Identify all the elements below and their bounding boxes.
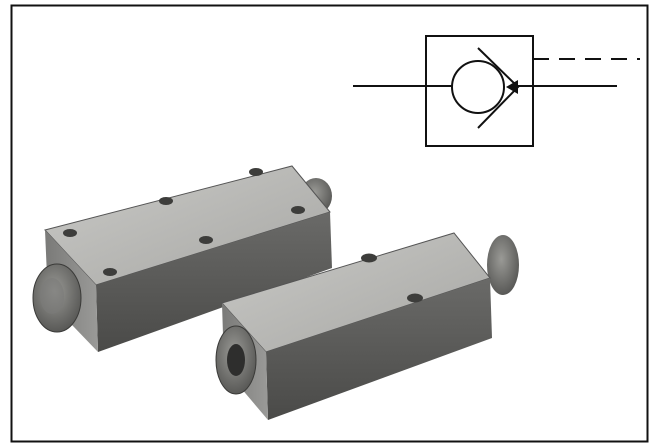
bolt-hole [159, 197, 173, 205]
symbol-box [425, 35, 534, 147]
bolt-hole [249, 168, 263, 176]
valve-block-right [215, 232, 519, 420]
bolt-hole [63, 229, 77, 237]
fitting-highlight [40, 278, 64, 314]
bolt-hole [103, 268, 117, 276]
bolt-hole [291, 206, 305, 214]
rear-fitting-right [487, 235, 519, 295]
figure-border [10, 4, 649, 443]
valve-block-left [32, 165, 332, 352]
seat-tip [506, 80, 518, 94]
bolt-hole [407, 293, 423, 303]
bolt-hole [361, 253, 377, 263]
fitting-bore [227, 344, 245, 376]
block-front-face [96, 212, 332, 352]
check-valve-symbol [353, 35, 640, 147]
bolt-hole [199, 236, 213, 244]
block-front-face [266, 278, 492, 420]
ball-circle [451, 60, 505, 114]
